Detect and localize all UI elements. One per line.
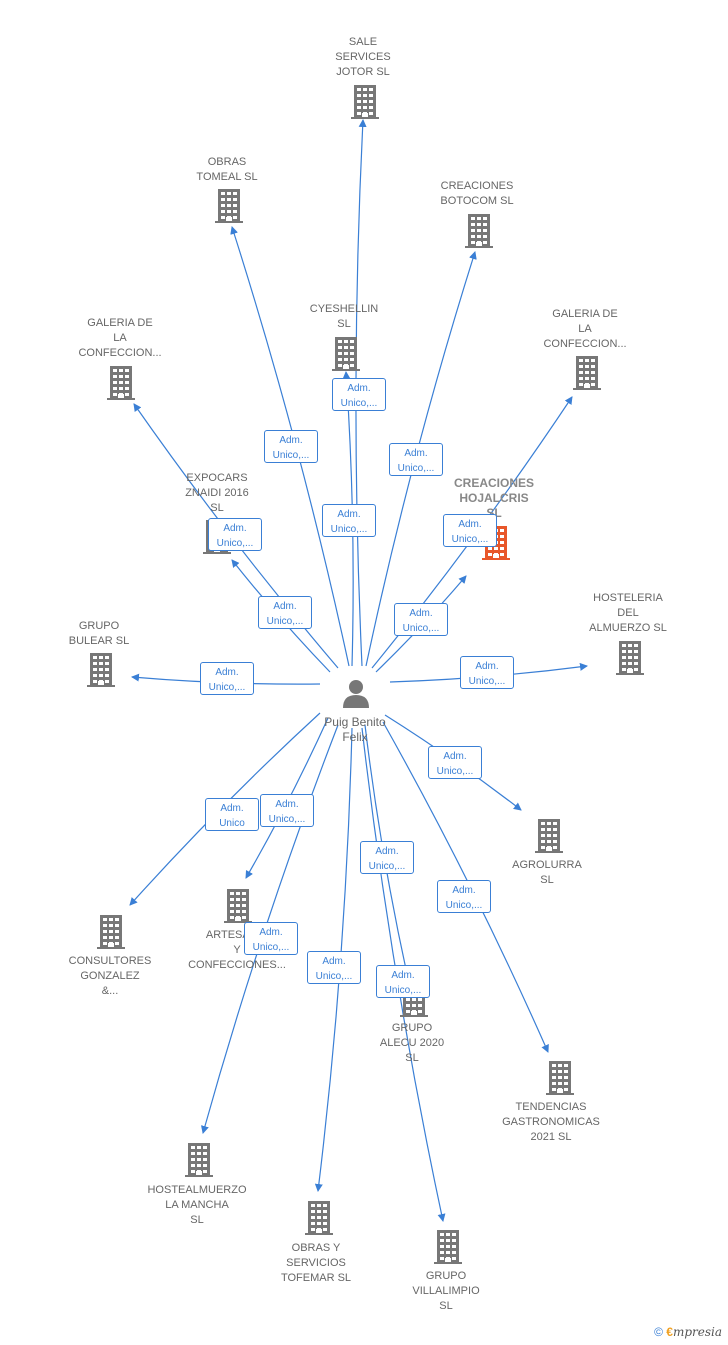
company-name-villalimpio[interactable]: GRUPO VILLALIMPIO SL	[412, 1270, 480, 1312]
company-name-alecu[interactable]: GRUPO ALECU 2020 SL	[379, 1022, 445, 1064]
building-icon[interactable]	[185, 1143, 213, 1182]
edge-label-cyeshellin[interactable]: Adm. Unico,...	[322, 504, 376, 537]
edge-label-agrolurra[interactable]: Adm. Unico,...	[428, 746, 482, 779]
company-name-sale[interactable]: SALE SERVICES JOTOR SL	[335, 36, 391, 78]
building-icon[interactable]	[332, 337, 360, 376]
edge-label-hojalcris[interactable]: Adm. Unico,...	[394, 603, 448, 636]
copyright-icon: ©	[654, 1325, 663, 1339]
edge-label-tofemar[interactable]: Adm. Unico,...	[307, 951, 361, 984]
company-name-galeria-right[interactable]: GALERIA DE LA CONFECCION...	[543, 308, 627, 350]
edge-label-hosteleria[interactable]: Adm. Unico,...	[460, 656, 514, 689]
building-icon[interactable]	[87, 653, 115, 692]
building-icon[interactable]	[546, 1061, 574, 1100]
building-icon[interactable]	[573, 356, 601, 395]
edge-label-artesania[interactable]: Adm. Unico,...	[260, 794, 314, 827]
empresia-logo-icon: €	[666, 1325, 673, 1339]
company-name-bulear[interactable]: GRUPO BULEAR SL	[68, 620, 130, 647]
building-icon[interactable]	[616, 641, 644, 680]
building-icon[interactable]	[97, 915, 125, 954]
edge-label-bulear[interactable]: Adm. Unico,...	[200, 662, 254, 695]
company-name-hostealmuerzo[interactable]: HOSTEALMUERZO LA MANCHA SL	[147, 1184, 247, 1226]
center-person-name[interactable]: Puig Benito Felix	[324, 715, 386, 744]
person-icon[interactable]	[342, 678, 370, 713]
company-name-consultores[interactable]: CONSULTORES GONZALEZ &...	[68, 955, 152, 997]
footer-brand: © €mpresia	[654, 1325, 722, 1339]
edge-label-sale[interactable]: Adm. Unico,...	[332, 378, 386, 411]
edge-label-consultores[interactable]: Adm. Unico	[205, 798, 259, 831]
edge-label-galeria-right[interactable]: Adm. Unico,...	[443, 514, 497, 547]
company-name-hosteleria[interactable]: HOSTELERIA DEL ALMUERZO SL	[589, 592, 667, 634]
building-icon[interactable]	[351, 85, 379, 124]
company-name-cyeshellin[interactable]: CYESHELLIN SL	[309, 303, 379, 330]
company-name-hojalcris[interactable]: CREACIONES HOJALCRIS SL	[453, 476, 535, 520]
edge-label-obras-tomeal[interactable]: Adm. Unico,...	[264, 430, 318, 463]
brand-name: mpresia	[672, 1325, 722, 1339]
company-name-expocars[interactable]: EXPOCARS ZNAIDI 2016 SL	[185, 472, 249, 514]
building-icon[interactable]	[305, 1201, 333, 1240]
building-icon[interactable]	[107, 366, 135, 405]
building-icon[interactable]	[434, 1230, 462, 1269]
building-icon[interactable]	[215, 189, 243, 228]
company-name-galeria-left[interactable]: GALERIA DE LA CONFECCION...	[78, 317, 162, 359]
company-name-tofemar[interactable]: OBRAS Y SERVICIOS TOFEMAR SL	[280, 1242, 352, 1284]
company-name-botocom[interactable]: CREACIONES BOTOCOM SL	[440, 180, 514, 207]
edge-label-botocom[interactable]: Adm. Unico,...	[389, 443, 443, 476]
company-name-obras-tomeal[interactable]: OBRAS TOMEAL SL	[196, 156, 258, 183]
edge-label-villalimpio[interactable]: Adm. Unico,...	[376, 965, 430, 998]
building-icon[interactable]	[535, 819, 563, 858]
edge-label-hostealmuerzo[interactable]: Adm. Unico,...	[244, 922, 298, 955]
edge-label-galeria-left[interactable]: Adm. Unico,...	[208, 518, 262, 551]
building-icon[interactable]	[224, 889, 252, 928]
company-name-agrolurra[interactable]: AGROLURRA SL	[512, 859, 582, 886]
edge-label-alecu[interactable]: Adm. Unico,...	[360, 841, 414, 874]
company-name-tendencias[interactable]: TENDENCIAS GASTRONOMICAS 2021 SL	[502, 1101, 600, 1143]
edge-label-expocars[interactable]: Adm. Unico,...	[258, 596, 312, 629]
building-icon[interactable]	[465, 214, 493, 253]
edge-label-tendencias[interactable]: Adm. Unico,...	[437, 880, 491, 913]
